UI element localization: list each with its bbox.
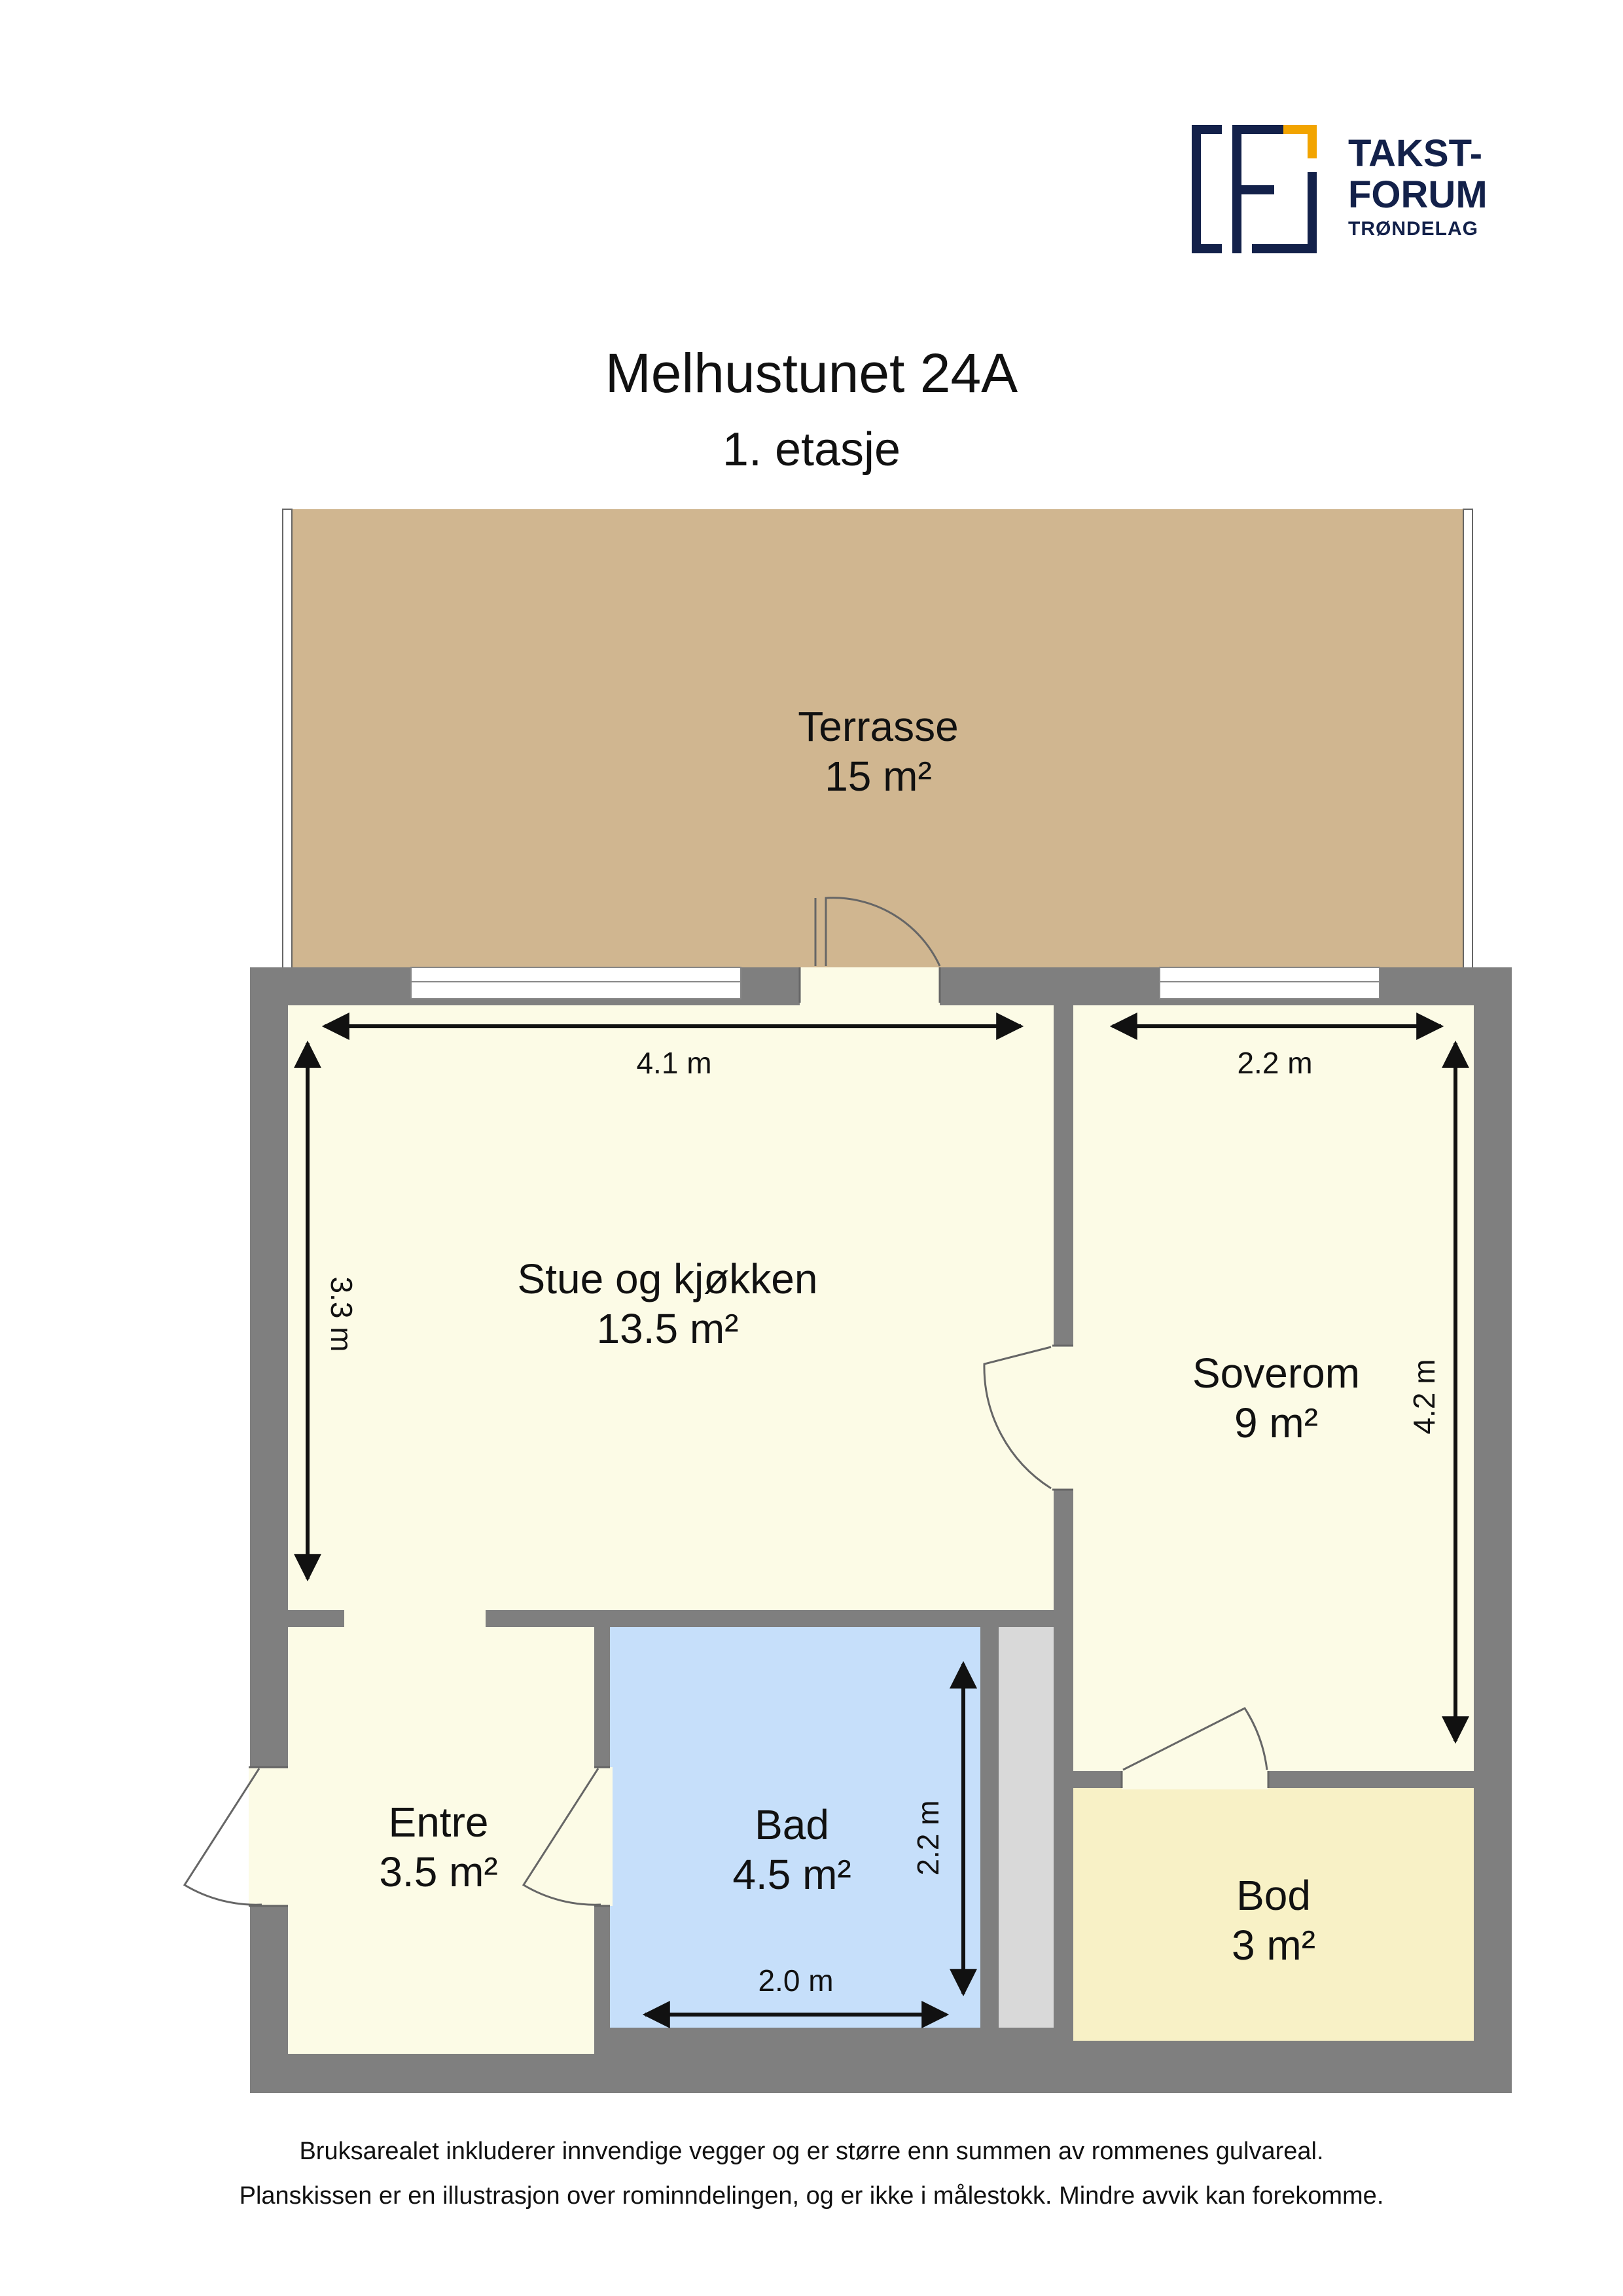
room-name: Entre bbox=[388, 1799, 489, 1846]
room-bad: Bad 4.5 m² bbox=[563, 1800, 1021, 1899]
company-logo bbox=[1191, 124, 1505, 262]
room-name: Bod bbox=[1236, 1872, 1311, 1919]
floor-label: 1. etasje bbox=[722, 423, 901, 476]
dim-soverom-width: 2.2 m bbox=[1237, 1046, 1313, 1080]
dim-bad-width: 2.0 m bbox=[758, 1964, 834, 1998]
room-soverom: Soverom 9 m² bbox=[1047, 1348, 1505, 1448]
terrasse-rail-right bbox=[1463, 509, 1473, 973]
soverom-floor bbox=[1073, 1005, 1474, 1771]
logo-mark-icon bbox=[1192, 125, 1317, 253]
room-area: 13.5 m² bbox=[596, 1305, 739, 1352]
room-name: Stue og kjøkken bbox=[517, 1255, 818, 1302]
room-name: Terrasse bbox=[798, 703, 959, 750]
dim-bad-depth: 2.2 m bbox=[911, 1800, 945, 1876]
room-entre: Entre 3.5 m² bbox=[209, 1797, 668, 1897]
dim-stue-depth: 3.3 m bbox=[325, 1276, 359, 1352]
room-area: 3 m² bbox=[1232, 1922, 1315, 1969]
plan-title: Melhustunet 24A bbox=[605, 342, 1018, 404]
room-area: 9 m² bbox=[1234, 1399, 1318, 1446]
logo-line-2: FORUM bbox=[1348, 173, 1488, 216]
dim-stue-width: 4.1 m bbox=[636, 1046, 712, 1080]
room-bod: Bod 3 m² bbox=[1044, 1871, 1503, 1970]
room-area: 3.5 m² bbox=[379, 1848, 498, 1895]
shaft bbox=[999, 1627, 1054, 2028]
bad-floor bbox=[610, 1627, 980, 2028]
terrasse-rail-left bbox=[282, 509, 293, 973]
terrasse-floor bbox=[283, 509, 1472, 973]
footer-note-2: Planskissen er en illustrasjon over romi… bbox=[239, 2182, 1384, 2210]
room-stue-og-kjokken: Stue og kjøkken 13.5 m² bbox=[438, 1254, 897, 1354]
entre-floor bbox=[288, 1627, 594, 2054]
logo-line-3: TRØNDELAG bbox=[1348, 218, 1478, 240]
room-terrasse: Terrasse 15 m² bbox=[649, 702, 1107, 801]
windows bbox=[410, 967, 1380, 999]
bod-floor bbox=[1073, 1788, 1474, 2041]
footer-note-1: Bruksarealet inkluderer innvendige vegge… bbox=[299, 2138, 1324, 2165]
room-area: 4.5 m² bbox=[732, 1851, 851, 1898]
logo-line-1: TAKST- bbox=[1348, 132, 1483, 175]
dim-soverom-depth: 4.2 m bbox=[1407, 1359, 1441, 1435]
room-name: Bad bbox=[755, 1801, 829, 1848]
stue-floor bbox=[288, 1005, 1054, 1610]
room-area: 15 m² bbox=[825, 753, 932, 800]
room-name: Soverom bbox=[1192, 1350, 1361, 1397]
